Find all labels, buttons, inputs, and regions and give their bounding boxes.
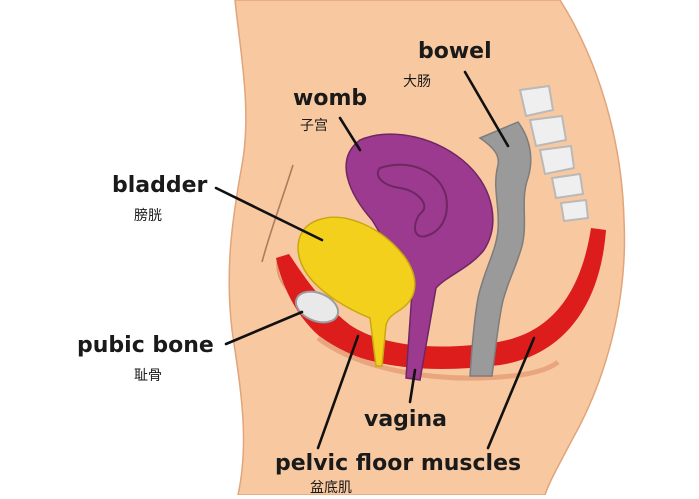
- bladder-shape: [297, 216, 416, 367]
- pubic-bone-label-zh: 耻骨: [134, 368, 162, 384]
- skin-crease: [261, 164, 294, 263]
- spine: [518, 84, 590, 223]
- bowel-label-zh: 大肠: [403, 74, 431, 90]
- bladder-leader-line: [214, 186, 324, 242]
- pelvic-floor-label-zh: 盆底肌: [310, 480, 352, 495]
- bowel-label: bowel: [418, 39, 492, 64]
- pelvic-floor-leader-line-left: [316, 334, 360, 450]
- pubic-bone-label: pubic bone: [77, 333, 214, 358]
- muscle-lining: [316, 336, 560, 381]
- pubic-bone-leader-line: [224, 310, 304, 346]
- vagina-label: vagina: [364, 407, 447, 432]
- bladder-label-zh: 膀胱: [134, 207, 162, 224]
- pelvic-floor-label: pelvic floor muscles: [275, 451, 521, 476]
- bowel-leader-line: [463, 70, 510, 148]
- womb-leader-line: [338, 116, 362, 152]
- womb-shape: [345, 133, 494, 381]
- pelvic-floor-muscle: [276, 228, 606, 369]
- bowel-shape: [469, 121, 532, 377]
- pelvic-floor-leader-line-right: [486, 336, 536, 450]
- womb-cavity: [377, 163, 448, 238]
- womb-label-zh: 子宫: [300, 118, 328, 134]
- bladder-label: bladder: [112, 173, 208, 198]
- pubic-bone: [294, 290, 340, 324]
- womb-label: womb: [293, 86, 367, 111]
- vagina-leader-line: [408, 368, 417, 404]
